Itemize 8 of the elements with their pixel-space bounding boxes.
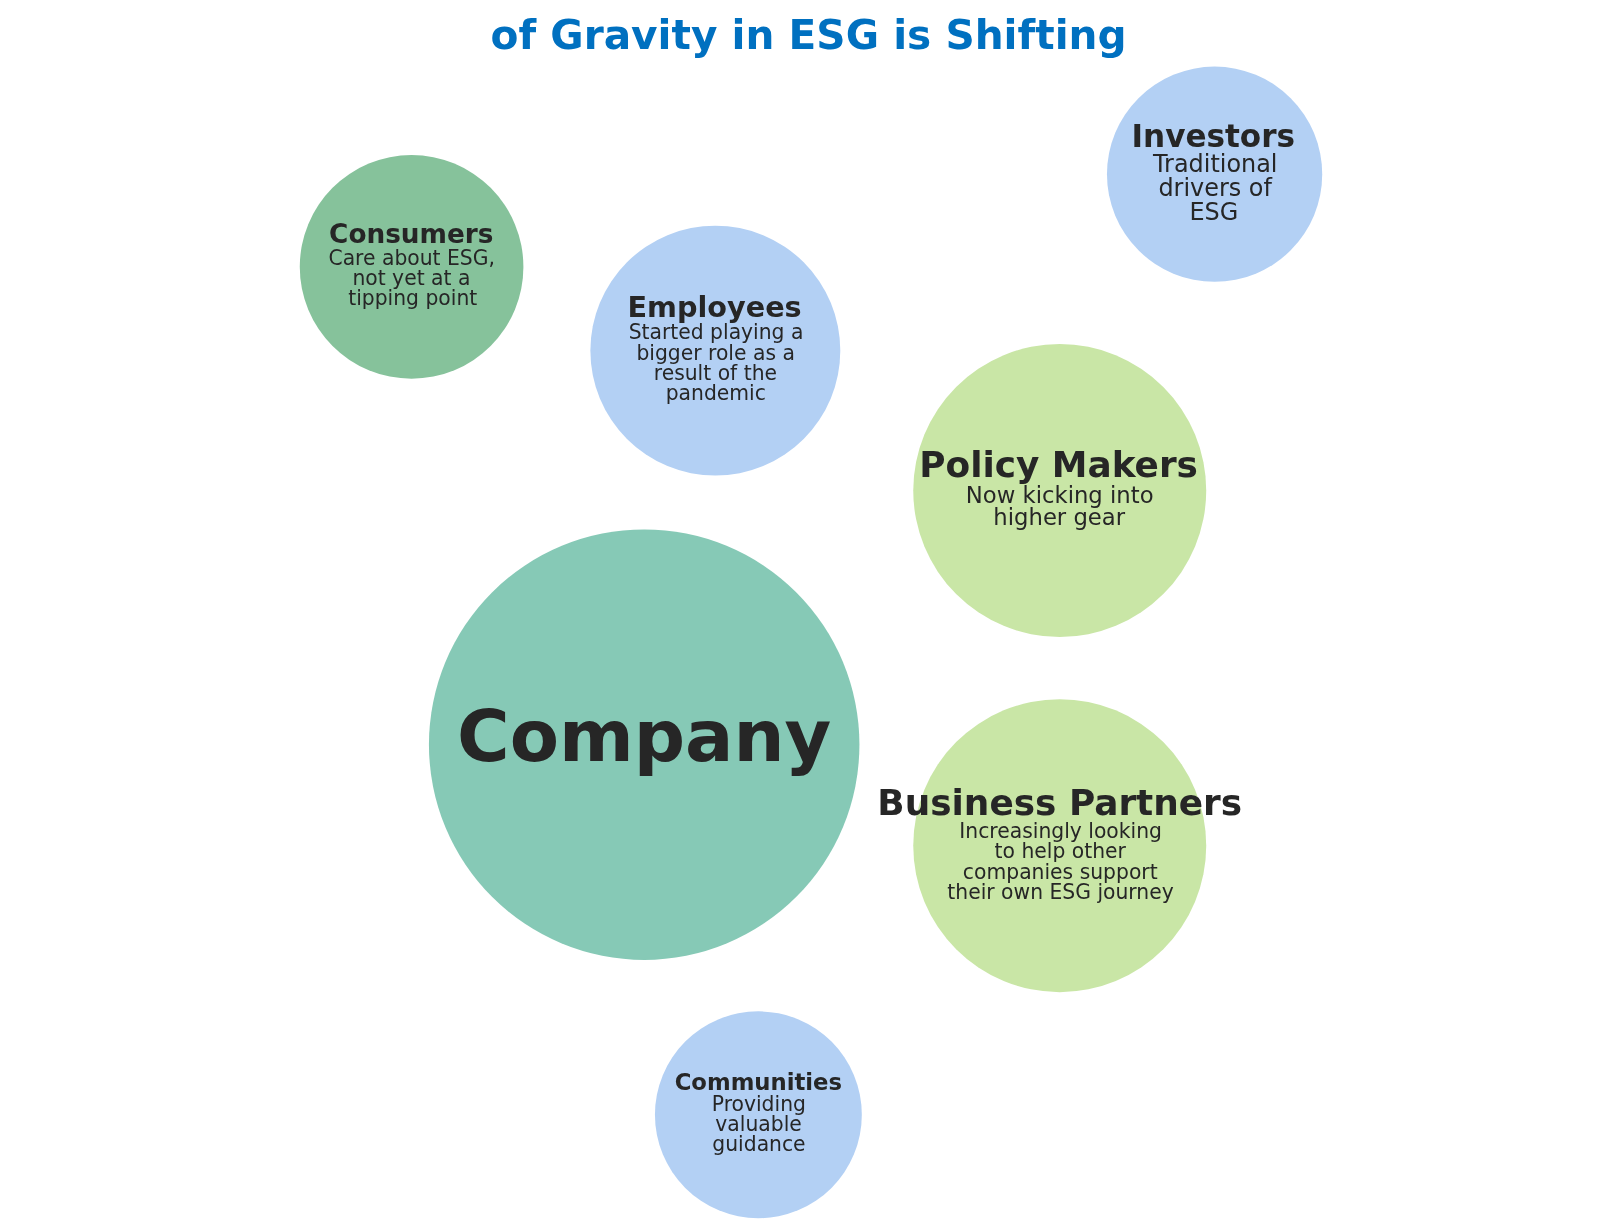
node-circle: Policy Makers Now kicking into higher gear bbox=[913, 344, 1207, 637]
node-circle: Consumers Care about ESG, not yet at a tipping point bbox=[299, 155, 524, 379]
node-circle: Communities Providing valuable guidance bbox=[654, 1011, 862, 1219]
node-label: Business Partners bbox=[877, 781, 1243, 823]
node-circle: Company bbox=[428, 529, 860, 960]
node-circle: Investors Traditional drivers of ESG bbox=[1106, 66, 1323, 282]
node-circle: Employees Started playing a bigger role as a result of the pandemic bbox=[590, 225, 841, 476]
diagram-title: of Gravity in ESG is Shifting bbox=[490, 10, 1127, 59]
